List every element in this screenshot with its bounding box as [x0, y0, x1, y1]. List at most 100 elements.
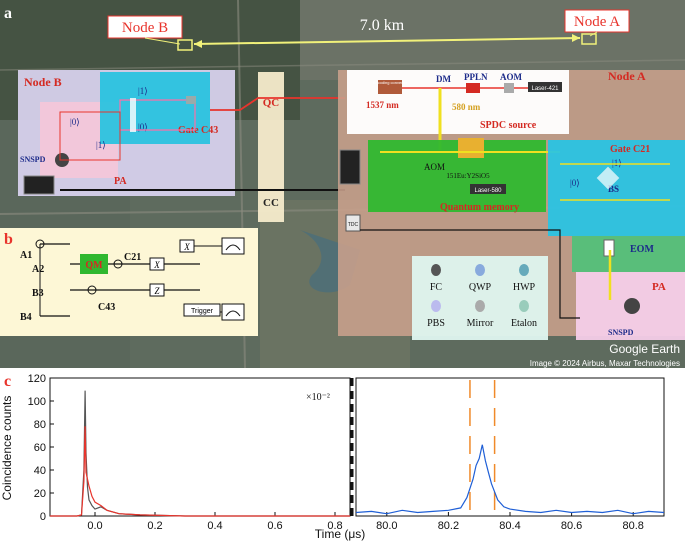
imagery-credit: Image © 2024 Airbus, Maxar Technologies	[530, 359, 680, 368]
x-tick-label: 0.0	[87, 520, 102, 532]
spdc-aom	[504, 83, 514, 93]
x-gate	[149, 257, 165, 271]
node-b-ket1: |1⟩	[138, 86, 148, 96]
panel-b: b A1 A2 B3 B4 QM C21 C43 X X Z Trigger	[0, 228, 258, 336]
measure-1	[221, 237, 245, 255]
qc-fiber	[210, 97, 345, 111]
node-a-top-label: Node A	[574, 14, 620, 30]
node-a-detector	[624, 298, 640, 314]
legend-items: FC QWP HWP PBS Mirror Etalon	[427, 264, 537, 329]
distance-label: 7.0 km	[360, 17, 405, 34]
node-b-tdc	[23, 175, 55, 195]
node-b3: B3	[32, 288, 44, 299]
google-earth-logo: Google Earth	[609, 342, 680, 356]
spdc-aom-label: AOM	[500, 72, 523, 82]
qm-aom-label: AOM	[424, 162, 445, 172]
qm-title: Quantum memory	[440, 202, 519, 213]
gate-c43-label: Gate C43	[178, 125, 218, 136]
spdc-title: SPDC source	[480, 120, 537, 131]
qm-block-label: QM	[85, 260, 103, 271]
laser-580	[470, 184, 506, 194]
ppln-crystal	[466, 83, 480, 93]
legend-hwp-icon	[519, 264, 529, 276]
legend-pbs-icon	[431, 300, 441, 312]
gate-c21-label: Gate C21	[610, 144, 650, 155]
node-b-ket1-lower: |1⟩	[96, 140, 106, 150]
x-gate-label: X	[153, 260, 160, 270]
y-tick-label: 0	[40, 511, 46, 523]
y-tick-label: 100	[28, 396, 46, 408]
legend-etalon-label: Etalon	[511, 318, 537, 329]
encoding-converter-label: Encoding converter	[373, 80, 408, 85]
legend-mirror-label: Mirror	[467, 318, 494, 329]
qc-label: QC	[263, 97, 280, 109]
node-b-top-label: Node B	[122, 20, 168, 36]
eom-box	[572, 236, 685, 272]
distance-line	[193, 37, 581, 45]
x-axis-title: Time (μs)	[315, 527, 365, 541]
x-tick-label: 0.6	[267, 520, 282, 532]
legend-qwp-label: QWP	[469, 282, 492, 293]
x-tick-label: 0.8	[327, 520, 342, 532]
qm-block	[80, 254, 108, 274]
y-tick-label: 20	[34, 488, 46, 500]
chart-right-series-0	[355, 444, 665, 515]
panel-a-label: a	[4, 5, 12, 22]
bs-label: BS	[608, 184, 619, 194]
panel-c: c Coincidence counts Time (μs) ×10⁻² 020…	[0, 373, 665, 541]
legend-mirror-icon	[475, 300, 485, 312]
c21-label: C21	[124, 252, 141, 263]
spdc-1537: 1537 nm	[366, 100, 399, 110]
spdc-ppln-label: PPLN	[464, 72, 488, 82]
trigger-block	[183, 303, 221, 317]
panel-c-label: c	[4, 373, 11, 390]
cc-label: CC	[263, 197, 279, 209]
chart-left-frame	[49, 377, 351, 517]
legend-hwp-label: HWP	[513, 282, 536, 293]
qm-crystal-label: 151Eu:Y2SiO5	[446, 172, 490, 180]
laser-421-label: Laser-421	[531, 86, 559, 92]
legend-fc-label: FC	[430, 282, 443, 293]
legend-pbs-label: PBS	[427, 318, 445, 329]
encoding-converter	[378, 80, 402, 94]
x-tick-label: 80.4	[499, 520, 520, 532]
node-b-marker	[177, 39, 193, 51]
trigger-label: Trigger	[191, 308, 214, 315]
node-a-snspd-label: SNSPD	[608, 328, 634, 337]
x-tick-label: 80.0	[376, 520, 397, 532]
gate-c21-ket0: |0⟩	[570, 178, 580, 188]
measure-2	[221, 303, 245, 321]
legend-etalon-icon	[519, 300, 529, 312]
z-gate	[149, 283, 165, 297]
laser-580-label: Laser-580	[474, 188, 502, 194]
spdc-dm-label: DM	[436, 74, 451, 84]
node-b-snspd-label: SNSPD	[20, 155, 46, 164]
node-a2: A2	[32, 264, 44, 275]
scale-factor: ×10⁻²	[306, 392, 330, 403]
node-a-tdc	[345, 214, 361, 232]
qc-channel	[258, 72, 284, 222]
z-gate-label: Z	[154, 286, 160, 296]
laser-421	[528, 82, 562, 92]
node-a-tdc-rack	[339, 149, 361, 185]
eu-crystal	[458, 138, 484, 158]
panel-a: a Node B Node A 7.0 km Node B Gate C43 |…	[0, 0, 685, 369]
gate-c43-box	[100, 72, 210, 144]
node-a-title: Node A	[608, 69, 646, 83]
x-gate-top-label: X	[183, 242, 190, 252]
y-tick-label: 40	[34, 465, 46, 477]
legend-qwp-icon	[475, 264, 485, 276]
x-tick-label: 0.2	[147, 520, 162, 532]
gate-c21-box	[548, 140, 685, 236]
chart-left-series-1	[50, 426, 350, 517]
legend-fc-icon	[431, 264, 441, 276]
chart-left-series-0	[50, 390, 350, 517]
spdc-580: 580 nm	[452, 102, 481, 112]
x-tick-label: 80.2	[438, 520, 459, 532]
node-b-ket0: |0⟩	[138, 122, 148, 132]
y-tick-label: 120	[28, 373, 46, 385]
